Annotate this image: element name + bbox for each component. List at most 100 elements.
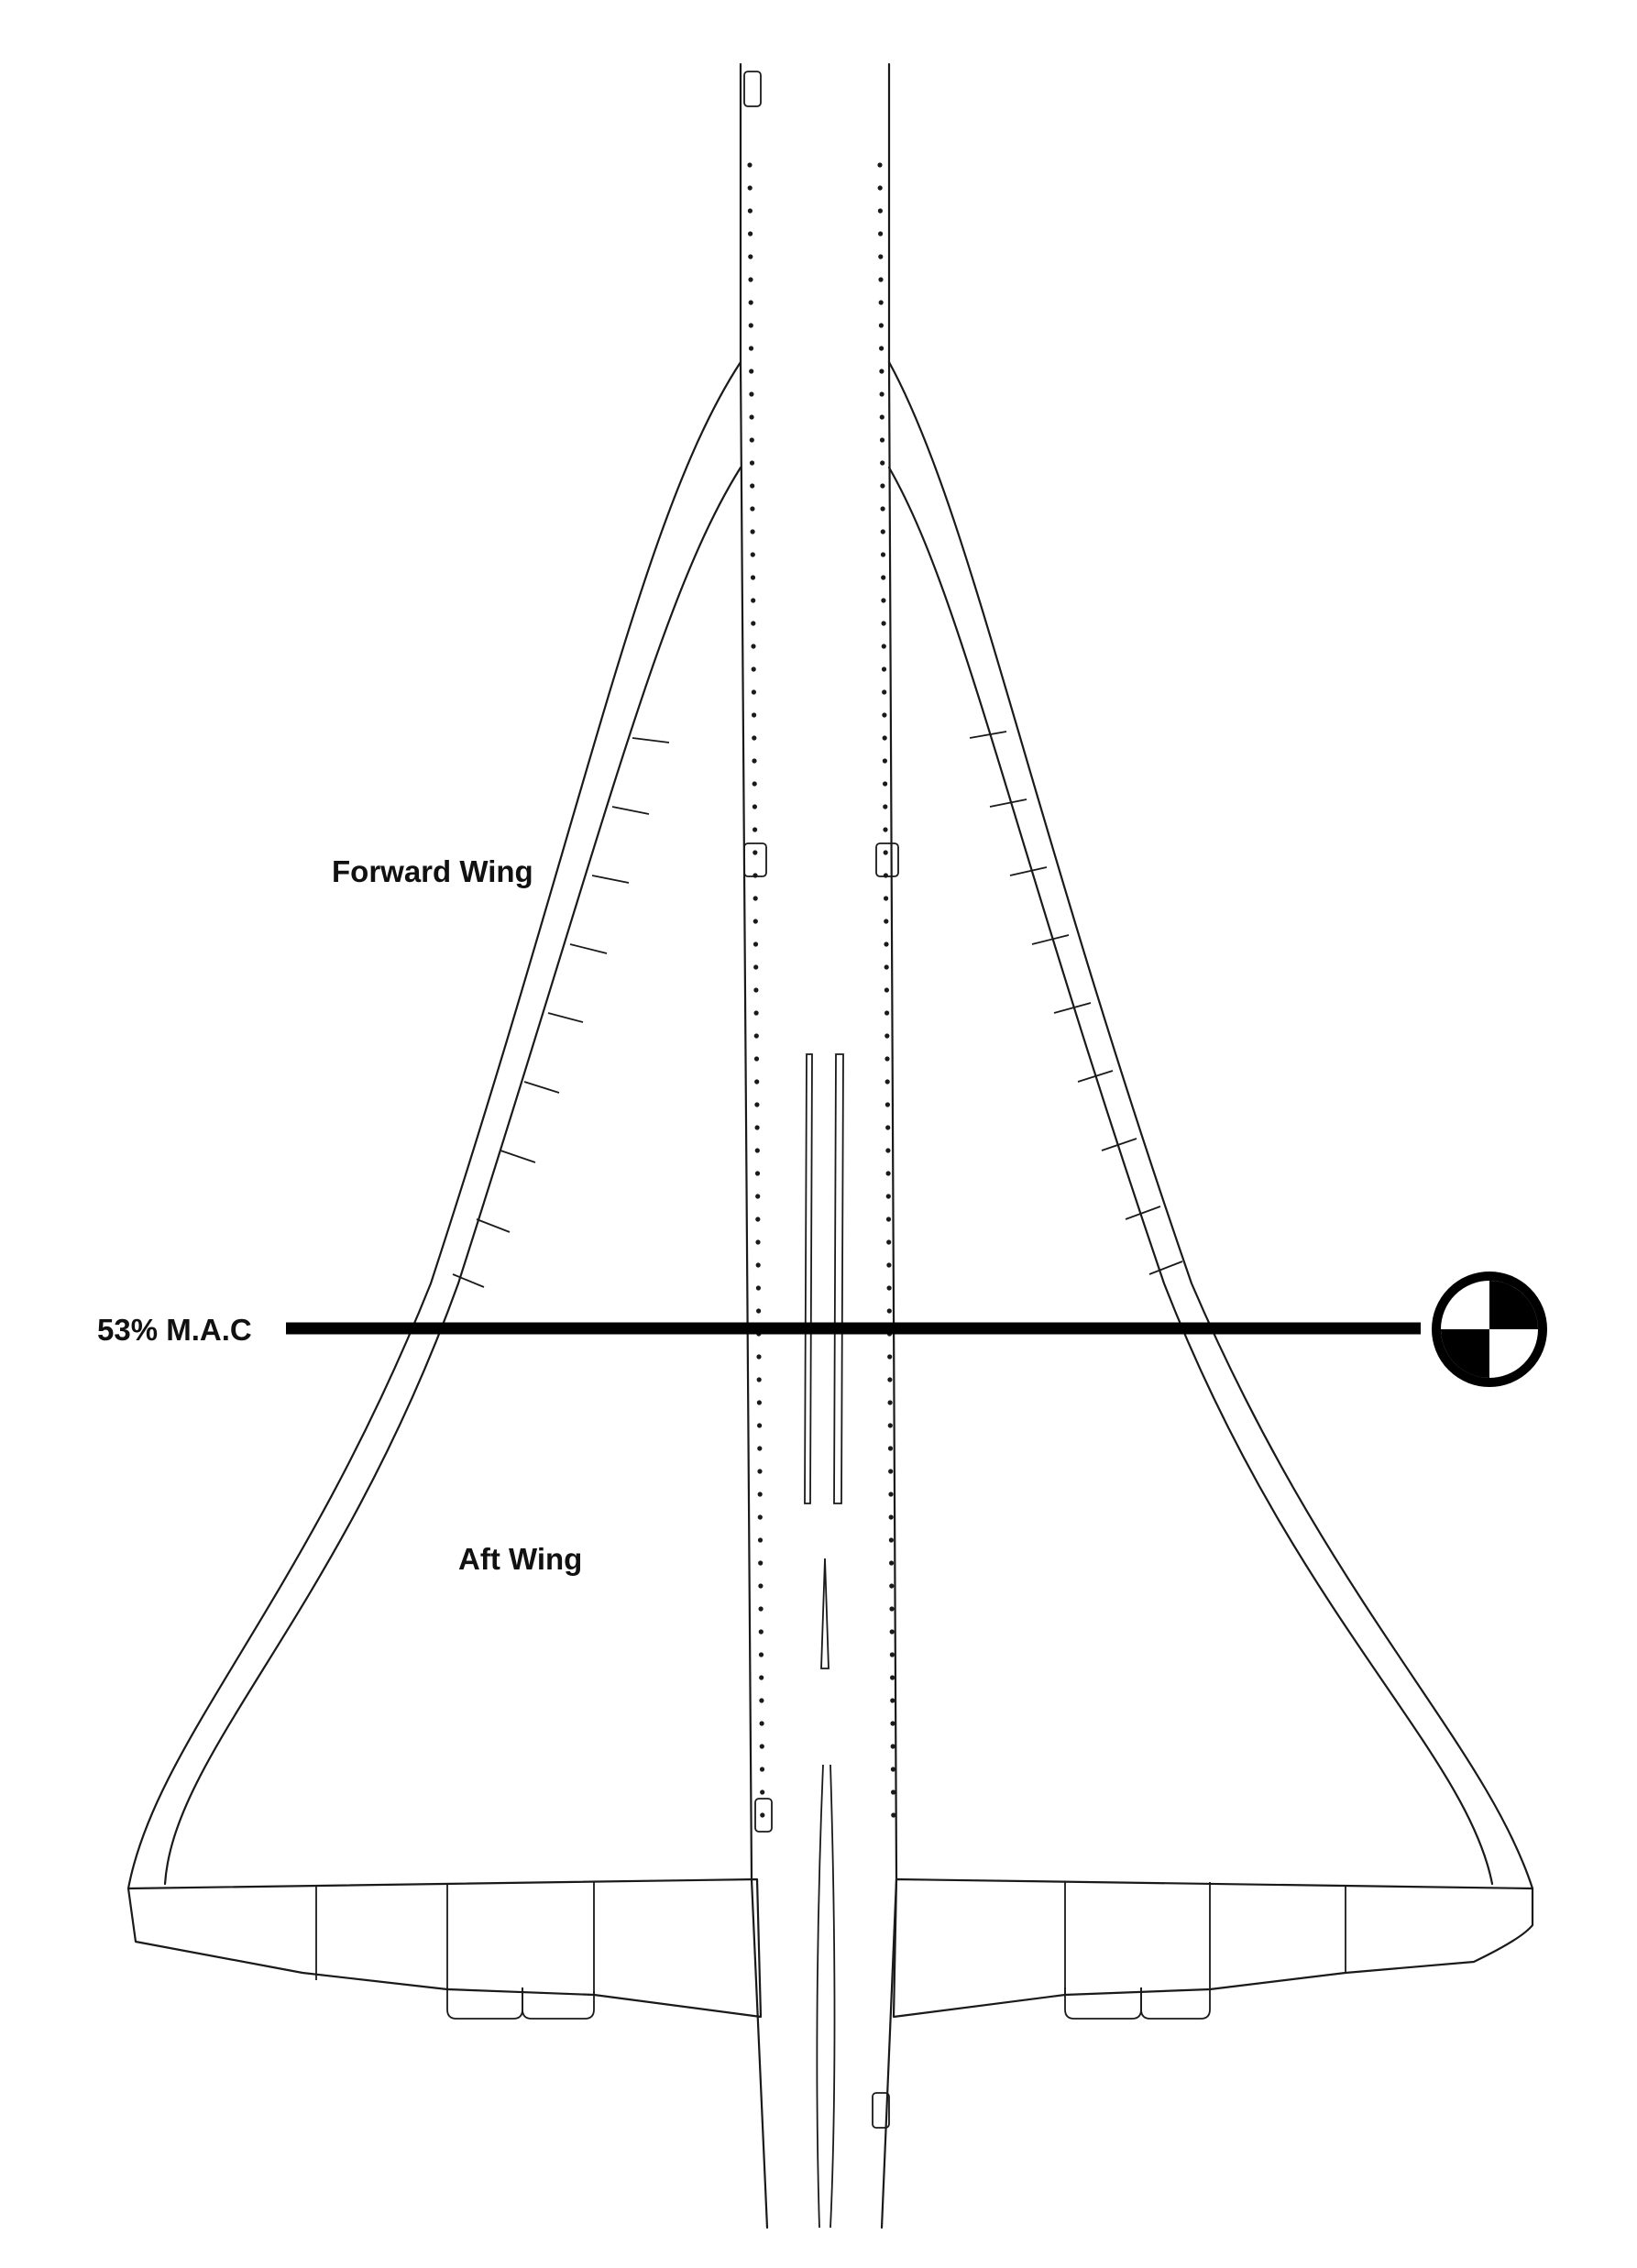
window-dot (881, 621, 886, 626)
window-dot (756, 1308, 762, 1314)
window-dot (880, 552, 886, 557)
window-dot (751, 598, 756, 603)
window-dot (750, 552, 755, 557)
window-dot (890, 1721, 895, 1726)
window-dot (886, 1308, 892, 1314)
window-dot (754, 1102, 760, 1107)
window-dot (884, 964, 889, 970)
window-dot (887, 1423, 893, 1428)
window-dot (878, 323, 884, 328)
window-dot (747, 162, 753, 168)
window-dot (885, 1171, 891, 1176)
window-dot (758, 1652, 764, 1657)
window-dot (884, 987, 890, 993)
window-dot (879, 437, 885, 443)
window-dot (881, 575, 886, 580)
window-dot (882, 735, 887, 741)
window-dot (880, 460, 885, 466)
window-dot (753, 1056, 760, 1062)
window-dot (881, 644, 886, 649)
window-dot (753, 964, 759, 970)
window-dot (880, 483, 885, 489)
window-dot (753, 827, 758, 832)
window-dot (879, 414, 884, 420)
window-dot (877, 162, 883, 168)
window-dot (887, 1446, 894, 1451)
window-dot (757, 1423, 763, 1428)
window-dot (750, 483, 755, 489)
window-dot (753, 873, 758, 878)
window-dot (752, 781, 757, 787)
window-dot (877, 185, 883, 191)
window-dot (754, 1079, 760, 1084)
window-dot (753, 1010, 759, 1016)
mac-label: 53% M.A.C (97, 1313, 252, 1347)
window-dot (756, 1354, 762, 1360)
window-dot (759, 1698, 764, 1703)
window-dot (883, 781, 888, 787)
window-dot (885, 1148, 891, 1153)
window-dot (759, 1675, 764, 1680)
window-dot (749, 369, 754, 374)
right-wing (887, 360, 1534, 2020)
window-dot (749, 437, 754, 443)
window-dot (752, 758, 757, 764)
window-dot (748, 277, 753, 282)
window-dot (751, 666, 756, 672)
window-dot (750, 575, 756, 580)
window-dot (885, 1125, 891, 1130)
window-dot (888, 1469, 894, 1474)
window-dot (752, 712, 757, 718)
window-dot (757, 1537, 764, 1543)
window-dot (888, 1492, 894, 1497)
window-dot (749, 414, 754, 420)
window-dot (755, 1285, 762, 1291)
window-dot (890, 1675, 895, 1680)
window-dot (758, 1629, 764, 1635)
center-of-gravity-icon (1432, 1272, 1547, 1387)
window-dot (753, 919, 758, 924)
window-dot (753, 1033, 759, 1039)
window-dot (748, 231, 753, 237)
window-dot (757, 1469, 763, 1474)
aft-wing-label: Aft Wing (458, 1542, 582, 1576)
window-dot (890, 1698, 895, 1703)
window-dot (884, 1079, 890, 1084)
window-dot (756, 1400, 763, 1405)
window-dot (751, 621, 756, 626)
window-dot (747, 185, 753, 191)
window-dot (878, 277, 884, 282)
window-dot (886, 1285, 892, 1291)
center-ducts (804, 1053, 844, 2229)
window-dot (759, 1744, 764, 1749)
window-dot (889, 1560, 895, 1566)
window-dot (879, 369, 884, 374)
window-dot (883, 850, 888, 855)
window-dot (758, 1560, 764, 1566)
forward-wing-label: Forward Wing (332, 854, 533, 888)
window-dot (747, 208, 753, 214)
window-dot (750, 529, 755, 534)
window-dot (760, 1789, 765, 1795)
window-dot (878, 300, 884, 305)
window-dot (884, 1102, 891, 1107)
window-dot (890, 1767, 896, 1772)
window-dot (754, 1171, 761, 1176)
window-dot (887, 1377, 893, 1382)
window-dot (759, 1767, 765, 1772)
window-dot (755, 1217, 761, 1222)
window-dot (882, 712, 887, 718)
window-dot (886, 1239, 892, 1245)
window-dot (879, 346, 884, 351)
window-dot (889, 1606, 895, 1612)
window-dot (882, 758, 888, 764)
window-dot (884, 896, 889, 901)
window-dot (890, 1744, 895, 1749)
window-dot (889, 1583, 895, 1589)
window-dot (749, 391, 754, 397)
window-dot (881, 598, 886, 603)
window-dot (878, 231, 884, 237)
window-dot (755, 1262, 761, 1268)
window-dot (756, 1377, 762, 1382)
